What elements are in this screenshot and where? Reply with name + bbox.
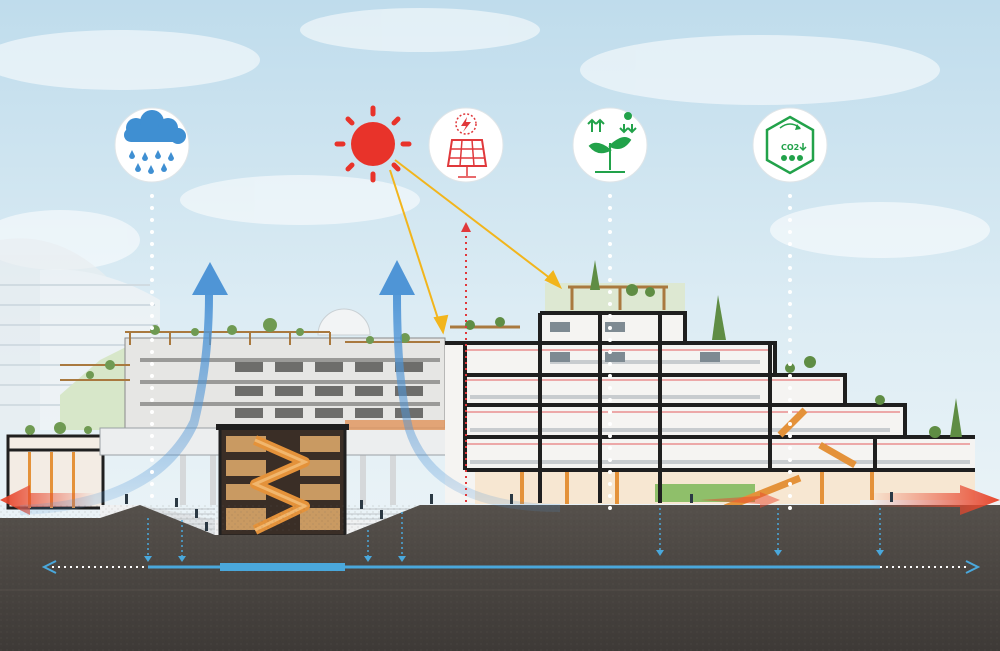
left-parking-building xyxy=(60,318,446,430)
solar-panel-icon xyxy=(428,107,504,183)
plant-growth-icon xyxy=(572,107,648,183)
sun-icon xyxy=(334,105,412,183)
air-flow-arrow-left xyxy=(20,262,228,515)
rain-cloud-icon xyxy=(114,107,190,183)
sun-rays xyxy=(389,159,563,335)
ground-section xyxy=(0,505,1000,651)
dome xyxy=(317,308,371,336)
co2-cycle-icon: CO2 xyxy=(752,107,828,183)
co2-label: CO2 xyxy=(781,143,799,152)
energy-connector xyxy=(461,222,471,505)
main-terraced-building xyxy=(445,260,975,512)
people xyxy=(125,492,893,531)
warm-air-flow-right xyxy=(700,485,1000,515)
dotted-connectors xyxy=(150,194,792,512)
groundwater-system xyxy=(41,508,981,574)
air-flow-arrow-center xyxy=(379,260,560,512)
